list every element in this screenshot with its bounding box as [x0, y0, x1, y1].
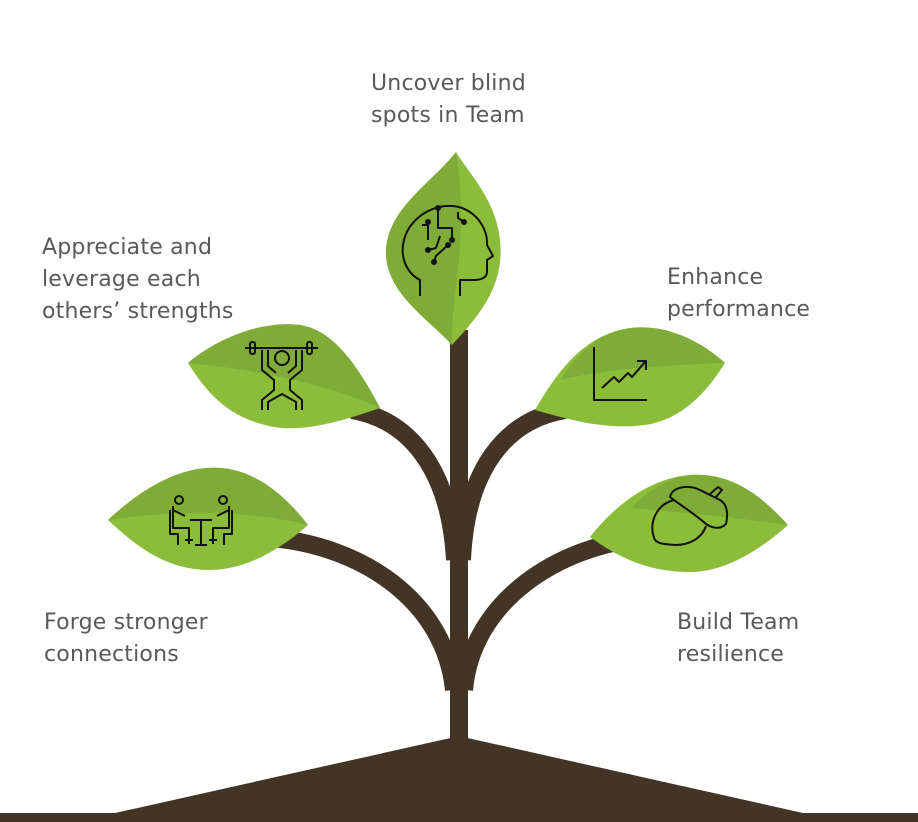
leaf-upper-left [188, 324, 380, 429]
leaf-upper-left-shade [188, 324, 380, 408]
label-line: spots in Team [371, 103, 525, 128]
label-forge-connections: Forge stronger connections [44, 607, 208, 671]
leaf-lower-right [590, 474, 788, 572]
leaf-top-shade [385, 152, 462, 345]
acorn-icon [651, 485, 729, 546]
branch-upper-left [350, 401, 464, 561]
label-line: connections [44, 642, 179, 667]
branch-lower-left [269, 529, 463, 692]
branch-lower-right [455, 529, 646, 692]
label-line: others’ strengths [42, 299, 234, 324]
leaf-upper-right [535, 327, 725, 427]
label-line: Uncover blind [371, 71, 526, 96]
leaf-upper-right-shade [560, 327, 725, 380]
leaf-lower-left-shade [108, 467, 308, 525]
label-line: leverage each [42, 267, 201, 292]
label-build-resilience: Build Team resilience [677, 607, 799, 671]
label-line: resilience [677, 642, 785, 667]
leaf-lower-left [108, 467, 308, 570]
brain-circuit-head-icon [401, 204, 494, 296]
ground [0, 737, 918, 822]
leaf-top [385, 152, 501, 345]
label-enhance-performance: Enhance performance [667, 262, 810, 326]
label-appreciate-strengths: Appreciate and leverage each others’ str… [42, 232, 234, 328]
label-line: Appreciate and [42, 235, 213, 260]
label-line: Enhance [667, 265, 764, 290]
label-uncover-blind-spots: Uncover blind spots in Team [371, 68, 526, 132]
label-line: Forge stronger [44, 610, 208, 635]
weightlifter-icon [245, 341, 318, 410]
leaf-lower-right-shade [630, 474, 788, 525]
people-meeting-icon [169, 495, 233, 546]
growth-chart-icon [593, 347, 647, 401]
branch-upper-right [453, 401, 567, 561]
label-line: Build Team [677, 610, 800, 635]
label-line: performance [667, 297, 811, 322]
